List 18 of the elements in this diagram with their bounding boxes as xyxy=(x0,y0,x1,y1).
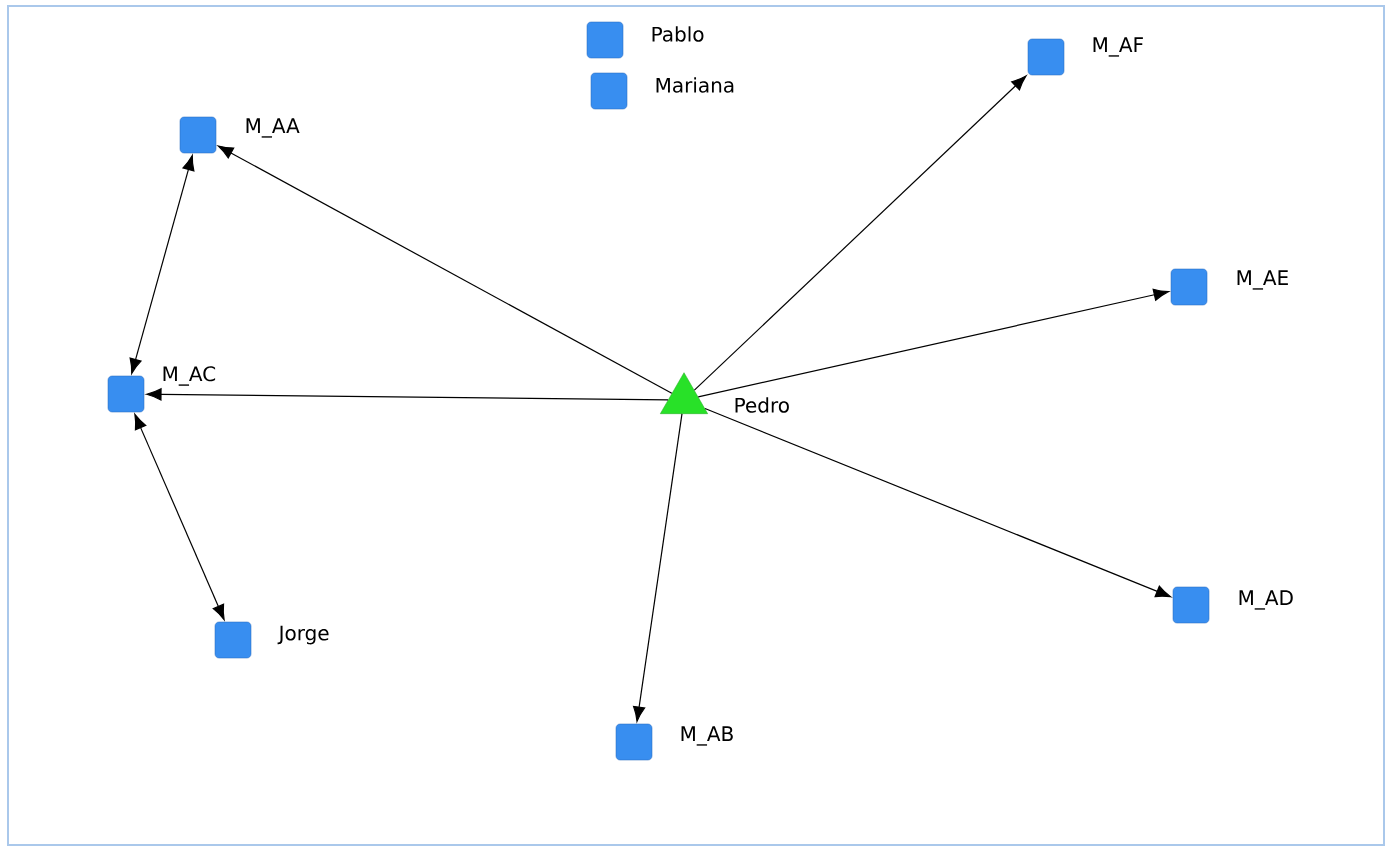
arrow xyxy=(632,413,683,722)
arrow xyxy=(697,288,1169,398)
node-label: Pablo xyxy=(652,26,704,42)
node-label: M_AE xyxy=(1237,270,1288,290)
arrow xyxy=(134,413,225,621)
node-label: Mariana xyxy=(656,77,734,93)
node-label: M_AB xyxy=(681,726,733,746)
arrow xyxy=(704,407,1172,598)
arrow xyxy=(146,388,669,401)
node-label: M_AD xyxy=(1239,590,1293,610)
node-label: Pedro xyxy=(735,397,789,413)
arrow xyxy=(129,155,195,374)
node-label: M_AA xyxy=(246,118,300,138)
arrow xyxy=(693,75,1027,391)
arrow xyxy=(217,145,673,394)
node-label: M_AC xyxy=(163,366,216,386)
node-label: M_AF xyxy=(1093,37,1143,57)
node-label: Jorge xyxy=(277,625,329,645)
